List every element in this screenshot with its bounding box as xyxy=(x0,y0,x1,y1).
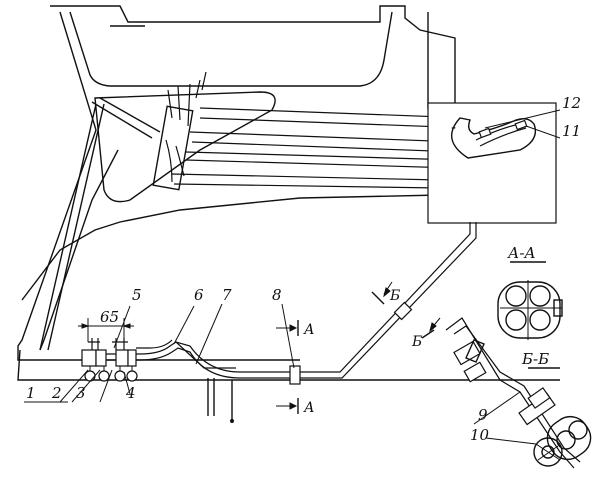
section-b-label-bottom: Б xyxy=(411,334,422,350)
section-a-label-bottom: А xyxy=(303,400,315,416)
section-aa-detail xyxy=(497,261,563,340)
callout-4: 4 xyxy=(125,384,136,402)
master-cylinder-plate xyxy=(94,71,276,203)
callout-6: 6 xyxy=(194,286,204,304)
callout-5: 5 xyxy=(132,286,142,304)
callout-11: 11 xyxy=(562,122,581,140)
inset-detail-box: - xyxy=(427,102,561,224)
callout-labels: 1 2 3 4 5 6 7 8 9 10 11 12 65 xyxy=(26,94,581,444)
main-brake-pipe xyxy=(84,222,477,423)
dimension-label: 65 xyxy=(100,308,119,326)
section-a-label-top: А xyxy=(303,322,315,338)
callout-9: 9 xyxy=(478,406,488,424)
section-bb-title: Б-Б xyxy=(521,350,549,368)
callout-1: 1 xyxy=(26,384,36,402)
section-bb-detail xyxy=(445,317,592,469)
callout-10: 10 xyxy=(470,426,490,444)
leader-lines xyxy=(24,303,537,445)
section-aa-title: А-А xyxy=(507,244,536,262)
section-letters: А А Б Б А-А Б-Б xyxy=(303,244,549,416)
pillar-tubes xyxy=(39,97,161,351)
section-b-label-top: Б xyxy=(389,288,400,304)
pipe-clip-sloped xyxy=(393,301,413,321)
callout-8: 8 xyxy=(272,286,282,304)
pipe-clip-8 xyxy=(289,365,301,385)
callout-12: 12 xyxy=(562,94,581,112)
callout-3: 3 xyxy=(76,384,86,402)
minus-sign: - xyxy=(451,118,456,136)
tee-fittings xyxy=(81,338,138,382)
section-a-marks xyxy=(276,320,299,414)
callout-2: 2 xyxy=(51,384,62,402)
callout-7: 7 xyxy=(222,286,232,304)
pipe-bundle-horizontal xyxy=(171,107,471,189)
section-b-marks xyxy=(371,281,441,339)
